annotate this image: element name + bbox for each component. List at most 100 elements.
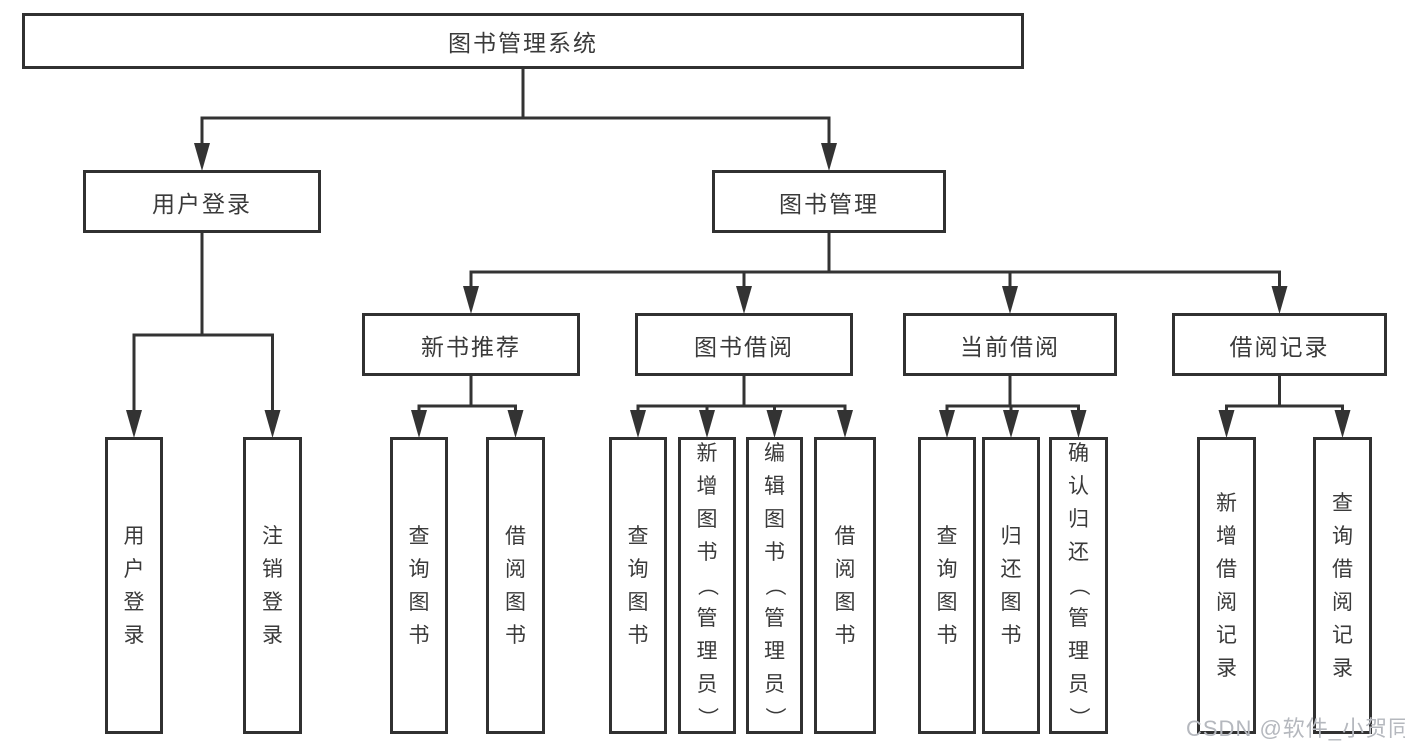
node-leaf-query-borrow-record-char: 借 (1332, 557, 1353, 581)
arrowhead-icon (126, 410, 142, 438)
node-leaf-query-borrow-record: 查询借阅记录 (1313, 437, 1372, 734)
node-leaf-logout-char: 登 (262, 590, 283, 614)
node-leaf-query-book-1-char: 查 (408, 524, 430, 548)
node-leaf-confirm-return-char: 员 (1068, 673, 1089, 696)
arrowhead-icon (194, 143, 210, 171)
arrowhead-icon (264, 410, 281, 438)
node-leaf-query-book-2-char: 书 (627, 623, 649, 647)
arrowhead-icon (630, 410, 646, 438)
node-current-borrow: 当前借阅 (903, 313, 1117, 376)
node-leaf-return-book-char: 归 (1000, 524, 1022, 548)
watermark: CSDN @软件_小贺同学 (1186, 716, 1405, 741)
arrowhead-icon (411, 410, 427, 438)
node-leaf-add-book-char: 图 (696, 508, 718, 531)
node-leaf-query-book-3-char: 询 (936, 557, 958, 581)
arrowhead-icon (736, 286, 752, 314)
node-leaf-edit-book-char: 图 (764, 508, 785, 531)
arrowhead-icon (821, 143, 837, 171)
node-leaf-query-book-1-char: 图 (408, 590, 430, 614)
arrowhead-icon (463, 286, 479, 314)
node-leaf-confirm-return-char: 管 (1068, 607, 1089, 630)
node-leaf-query-book-3-char: 书 (936, 623, 958, 647)
node-leaf-query-book-3-char: 图 (936, 590, 958, 614)
node-leaf-add-borrow-record-char: 记 (1216, 623, 1237, 647)
arrowhead-icon (1334, 410, 1351, 438)
node-leaf-edit-book-char: 书 (764, 541, 785, 564)
node-root: 图书管理系统 (22, 13, 1024, 69)
node-leaf-edit-book-char: 编 (764, 442, 785, 465)
node-leaf-borrow-book-1-char: 书 (505, 623, 526, 647)
node-leaf-borrow-book-1-char: 借 (505, 524, 526, 548)
node-leaf-user-login-char: 录 (123, 623, 145, 647)
node-leaf-user-login-char: 登 (123, 590, 145, 614)
node-leaf-edit-book: 编辑图书（管理员） (746, 437, 803, 734)
node-leaf-add-book: 新增图书（管理员） (678, 437, 736, 734)
node-leaf-add-book-char: ） (695, 707, 719, 728)
node-leaf-return-book-char: 还 (1000, 557, 1022, 581)
node-leaf-borrow-book-1-char: 阅 (505, 557, 526, 581)
node-leaf-borrow-book-2-char: 图 (834, 590, 856, 614)
node-leaf-add-book-char: 管 (696, 607, 718, 630)
node-leaf-confirm-return-char: （ (1067, 575, 1090, 596)
node-leaf-add-book-char: 员 (696, 673, 718, 696)
node-leaf-query-borrow-record-char: 记 (1332, 623, 1353, 647)
node-leaf-edit-book-char: （ (763, 575, 786, 596)
arrowhead-icon (699, 410, 715, 438)
node-leaf-query-book-2-char: 图 (627, 590, 649, 614)
node-leaf-return-book: 归还图书 (982, 437, 1040, 734)
node-leaf-logout-char: 销 (262, 557, 283, 581)
node-leaf-edit-book-char: 管 (764, 607, 785, 630)
node-leaf-query-book-2-char: 查 (627, 524, 649, 548)
arrowhead-icon (1218, 410, 1235, 438)
node-leaf-query-book-1-char: 书 (408, 623, 430, 647)
node-leaf-user-login: 用户登录 (105, 437, 163, 734)
node-leaf-add-borrow-record-char: 录 (1216, 656, 1237, 680)
node-leaf-confirm-return-char: 还 (1068, 541, 1089, 564)
node-leaf-borrow-book-2-char: 阅 (834, 557, 856, 581)
node-leaf-query-borrow-record-char: 询 (1332, 524, 1353, 548)
node-leaf-logout: 注销登录 (243, 437, 302, 734)
node-leaf-borrow-book-2-char: 借 (834, 524, 856, 548)
node-leaf-query-borrow-record-char: 录 (1332, 656, 1353, 680)
arrowhead-icon (507, 410, 524, 438)
arrowhead-icon (1070, 410, 1087, 438)
node-leaf-borrow-book-2: 借阅图书 (814, 437, 876, 734)
node-leaf-query-book-3-char: 查 (936, 524, 958, 548)
node-leaf-add-borrow-record-char: 增 (1216, 524, 1237, 548)
node-leaf-add-borrow-record-char: 阅 (1216, 590, 1237, 614)
node-book-mgmt: 图书管理 (712, 170, 946, 233)
node-leaf-add-book-char: 理 (696, 640, 718, 663)
node-leaf-add-book-char: （ (695, 575, 719, 596)
node-leaf-query-borrow-record-char: 阅 (1332, 590, 1353, 614)
node-leaf-logout-char: 录 (262, 623, 283, 647)
node-borrow-records: 借阅记录 (1172, 313, 1387, 376)
arrowhead-icon (1271, 286, 1288, 314)
node-leaf-confirm-return-char: 理 (1068, 640, 1089, 663)
arrowhead-icon (1002, 286, 1018, 314)
node-leaf-query-book-2-char: 询 (627, 557, 649, 581)
node-leaf-confirm-return-char: 确 (1068, 442, 1089, 465)
arrowhead-icon (1003, 410, 1019, 438)
node-leaf-query-book-2: 查询图书 (609, 437, 667, 734)
node-leaf-confirm-return: 确认归还（管理员） (1049, 437, 1108, 734)
node-leaf-confirm-return-char: 认 (1068, 475, 1089, 498)
node-leaf-logout-char: 注 (262, 524, 283, 548)
node-leaf-borrow-book-1-char: 图 (505, 590, 526, 614)
node-leaf-add-borrow-record-char: 借 (1216, 557, 1237, 581)
arrowhead-icon (837, 410, 853, 438)
node-leaf-add-borrow-record-char: 新 (1216, 491, 1237, 515)
node-new-book-rec: 新书推荐 (362, 313, 580, 376)
node-leaf-add-book-char: 新 (696, 442, 718, 465)
node-leaf-return-book-char: 图 (1000, 590, 1022, 614)
node-leaf-edit-book-char: 辑 (764, 475, 785, 498)
node-leaf-borrow-book-2-char: 书 (834, 623, 856, 647)
node-leaf-query-book-1-char: 询 (408, 557, 430, 581)
node-leaf-confirm-return-char: ） (1067, 707, 1090, 728)
node-leaf-borrow-book-1: 借阅图书 (486, 437, 545, 734)
node-leaf-return-book-char: 书 (1000, 623, 1022, 647)
node-leaf-user-login-char: 户 (123, 557, 145, 581)
node-leaf-query-borrow-record-char: 查 (1332, 491, 1353, 515)
node-leaf-add-borrow-record: 新增借阅记录 (1197, 437, 1256, 734)
node-leaf-edit-book-char: 员 (764, 673, 785, 696)
node-book-borrow: 图书借阅 (635, 313, 853, 376)
